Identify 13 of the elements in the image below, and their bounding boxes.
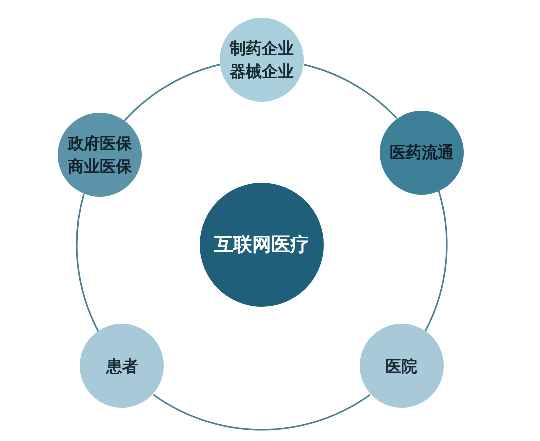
- node-label: 互联网医疗: [214, 233, 310, 258]
- ring-connector: [124, 64, 220, 122]
- ring-connector: [76, 194, 100, 332]
- node-label: 制药企业: [230, 38, 294, 60]
- ring-connector: [304, 64, 398, 120]
- node-label: 器械企业: [230, 61, 294, 83]
- node-label: 医院: [386, 356, 418, 378]
- ring-connector: [424, 191, 448, 332]
- ring-connector: [153, 394, 371, 431]
- node-label: 医药流通: [390, 142, 454, 164]
- node-label: 患者: [106, 356, 138, 378]
- node-label: 政府医保: [68, 133, 132, 156]
- node-label: 商业医保: [68, 156, 132, 178]
